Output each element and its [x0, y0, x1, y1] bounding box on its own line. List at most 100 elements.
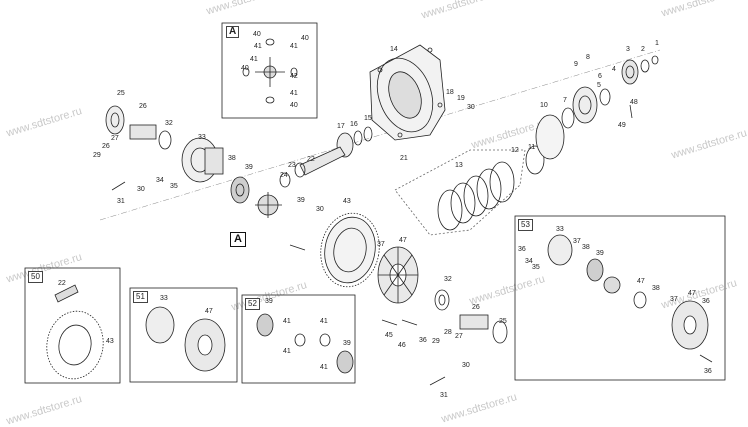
bolts: [111, 104, 633, 386]
callout-label: 41: [283, 318, 291, 325]
callout-label: 47: [688, 290, 696, 297]
callout-label: 39: [596, 250, 604, 257]
callout-label: 41: [320, 364, 328, 371]
inset-a-spider: [242, 38, 298, 104]
inset-frame-53: [514, 215, 726, 381]
callout-label: 4: [612, 66, 616, 73]
callout-label: 33: [198, 134, 206, 141]
callout-label: 34: [525, 258, 533, 265]
callout-label: 41: [254, 43, 262, 50]
main-axis-line: [99, 49, 661, 221]
callout-label: 31: [117, 198, 125, 205]
callout-label: 37: [377, 241, 385, 248]
view-a-marker: A: [230, 232, 246, 247]
inset-label-53: 53: [518, 219, 533, 231]
callout-label: 31: [440, 392, 448, 399]
clutch-group-outline: [394, 149, 526, 236]
callout-label: 47: [205, 308, 213, 315]
callout-label: 42: [290, 73, 298, 80]
callout-label: 32: [444, 276, 452, 283]
callout-label: 29: [432, 338, 440, 345]
callout-label: 26: [139, 103, 147, 110]
callout-label: 38: [582, 244, 590, 251]
differential-housing: [369, 44, 446, 141]
callout-label: 14: [390, 46, 398, 53]
callout-label: 27: [455, 333, 463, 340]
inset-frame-50: [24, 267, 121, 384]
callout-label: 34: [156, 177, 164, 184]
callout-label: 33: [556, 226, 564, 233]
callout-label: 15: [364, 115, 372, 122]
callout-label: 22: [58, 280, 66, 287]
callout-label: 36: [518, 246, 526, 253]
callout-label: 17: [337, 123, 345, 130]
callout-label: 47: [399, 237, 407, 244]
callout-label: 26: [472, 304, 480, 311]
inset-51-case: [145, 306, 226, 372]
right-bearing: [434, 289, 450, 311]
diff-case-half-left: [181, 137, 224, 183]
drive-pinion: [279, 146, 346, 188]
clutch-plates: [437, 107, 575, 231]
callout-label: 40: [290, 102, 298, 109]
callout-label: 33: [160, 295, 168, 302]
left-seal: [105, 105, 125, 135]
callout-label: 28: [444, 329, 452, 336]
inset-frame-51: [129, 287, 238, 383]
callout-label: 32: [165, 120, 173, 127]
callout-label: 39: [245, 164, 253, 171]
inset-50-ring-gear: [46, 284, 104, 380]
callout-label: 30: [467, 104, 475, 111]
inset-label-51: 51: [133, 291, 148, 303]
callout-label: 11: [528, 144, 536, 151]
inset-frame-a: [221, 22, 318, 119]
spider-assembly: [255, 192, 282, 218]
callout-label: 37: [573, 238, 581, 245]
callout-label: 46: [398, 342, 406, 349]
callout-label: 40: [253, 31, 261, 38]
callout-label: 2: [641, 46, 645, 53]
bearing-cap: [572, 86, 611, 124]
callout-label: 49: [618, 122, 626, 129]
right-yoke: [459, 314, 508, 344]
callout-label: 41: [320, 318, 328, 325]
callout-label: 35: [532, 264, 540, 271]
output-flange: [621, 55, 659, 85]
callout-label: 22: [307, 156, 315, 163]
callout-label: 43: [343, 198, 351, 205]
callout-label: 47: [637, 278, 645, 285]
callout-label: 6: [598, 73, 602, 80]
callout-label: 9: [574, 61, 578, 68]
callout-label: 25: [117, 90, 125, 97]
callout-label: 40: [301, 35, 309, 42]
callout-label: 25: [499, 318, 507, 325]
inset-52-gears: [256, 313, 354, 374]
callout-label: 36: [704, 368, 712, 375]
callout-label: 27: [111, 135, 119, 142]
callout-label: 13: [455, 162, 463, 169]
callout-label: 7: [563, 97, 567, 104]
callout-label: 29: [93, 152, 101, 159]
callout-label: 36: [702, 298, 710, 305]
callout-label: 3: [626, 46, 630, 53]
differential-case: [377, 246, 419, 304]
callout-label: 16: [350, 121, 358, 128]
callout-label: 1: [655, 40, 659, 47]
left-yoke: [129, 124, 172, 150]
callout-label: 8: [586, 54, 590, 61]
callout-label: 38: [652, 285, 660, 292]
callout-label: 41: [283, 348, 291, 355]
callout-label: 39: [265, 298, 273, 305]
callout-label: 10: [540, 102, 548, 109]
ring-gear: [320, 212, 380, 288]
inset-label-52: 52: [245, 298, 260, 310]
callout-label: 39: [297, 197, 305, 204]
callout-label: 39: [343, 340, 351, 347]
callout-label: 41: [250, 56, 258, 63]
inset-label-a: A: [226, 26, 240, 38]
callout-label: 35: [170, 183, 178, 190]
callout-label: 37: [670, 296, 678, 303]
callout-label: 23: [288, 162, 296, 169]
callout-label: 41: [290, 43, 298, 50]
callout-label: 24: [280, 172, 288, 179]
